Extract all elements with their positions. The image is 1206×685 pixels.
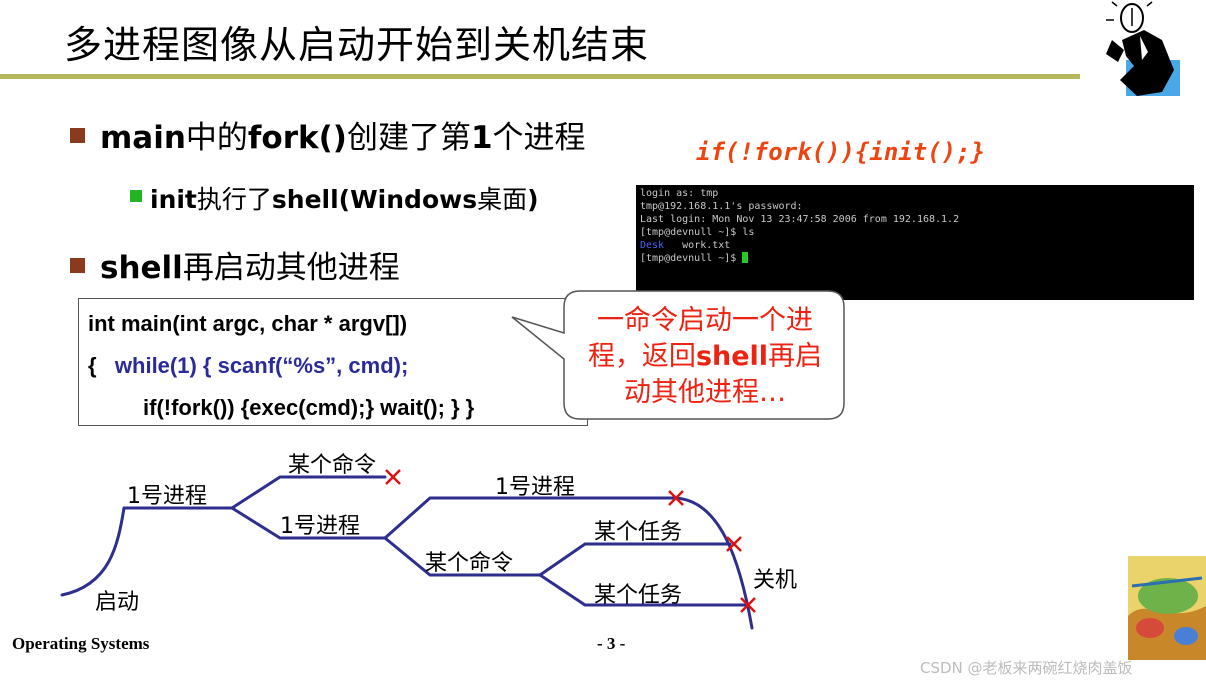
terminate-cross-icons (385, 469, 756, 613)
cross-icon (385, 469, 401, 485)
bullet-1-part: 创建了第 (346, 120, 471, 156)
terminal-line: Last login: Mon Nov 13 23:47:58 2006 fro… (640, 214, 960, 225)
operating-system-concepts-book-icon (1128, 556, 1206, 660)
terminal-line: Desk work.txt (640, 239, 1190, 252)
bullet-1-text: main中的fork()创建了第1个进程 (100, 112, 586, 157)
start-curve (60, 506, 126, 597)
shell-code-box: int main(int argc, char * argv[]) { whil… (78, 298, 588, 426)
code-while: while(1) { scanf(“%s”, cmd); (114, 353, 409, 378)
terminal-line: [tmp@devnull ~]$ (640, 252, 1190, 265)
callout-line-3: 动其他进程… (624, 377, 786, 408)
terminal-line: tmp@192.168.1.1's password: (640, 201, 803, 212)
bullet-2-init: init (150, 185, 197, 214)
label-task-a: 某个任务 (594, 520, 683, 545)
terminal-prompt: [tmp@devnull ~]$ (640, 253, 743, 264)
label-proc1-a: 1号进程 (127, 484, 207, 509)
label-shutdown: 关机 (753, 568, 798, 593)
code-line-3: if(!fork()) {exec(cmd);} wait(); } } (143, 395, 475, 420)
speech-callout (511, 290, 845, 420)
code-brace: { (88, 353, 97, 378)
process-flow-diagram (60, 469, 756, 630)
bullet-1-part: 个进程 (492, 120, 586, 156)
bullet-3-text: shell再启动其他进程 (100, 242, 400, 287)
cmd-a-branch (230, 475, 387, 510)
bullet-3-part: 再启动其他进程 (182, 250, 400, 286)
bullet-1-part: 中的 (185, 120, 248, 156)
bullet-1-main: main (100, 120, 186, 156)
label-start: 启动 (95, 590, 140, 615)
bullet-1-num: 1 (470, 120, 493, 156)
code-line-2: { while(1) { scanf(“%s”, cmd); (88, 353, 408, 379)
bullet-2-shell: shell(Windows (271, 185, 478, 214)
thinking-man-lightbulb-icon (1102, 1, 1180, 96)
label-cmd-b: 某个命令 (425, 551, 514, 576)
cross-icon (740, 597, 756, 613)
sub-bullet-square (130, 190, 142, 202)
task-a-branch (538, 542, 732, 577)
cross-icon (726, 536, 742, 552)
bullet-square (70, 258, 85, 273)
label-proc1-b: 1号进程 (280, 514, 360, 539)
callout-part: 再启 (768, 341, 823, 372)
terminal-line: login as: tmp (640, 188, 719, 199)
csdn-watermark: CSDN @老板来两碗红烧肉盖饭 (920, 659, 1133, 677)
callout-line-2: 程，返回shell再启 (570, 339, 840, 375)
bullet-2-paren: ) (527, 185, 539, 214)
bullet-2-part: 桌面 (477, 185, 528, 214)
init-code-snippet: if(!fork()){init();} (696, 138, 985, 166)
bullet-2-part: 执行了 (196, 185, 272, 214)
bullet-2-text: init执行了shell(Windows桌面) (150, 180, 539, 216)
terminal-dir: Desk (640, 240, 665, 251)
cmd-b-branch (383, 536, 542, 577)
task-b-branch (538, 573, 747, 607)
bullet-3-shell: shell (100, 250, 183, 286)
terminal-screenshot: login as: tmp tmp@192.168.1.1's password… (636, 185, 1194, 300)
callout-shell: shell (695, 341, 769, 372)
terminal-line: [tmp@devnull ~]$ ls (640, 227, 755, 238)
label-proc1-c: 1号进程 (495, 475, 575, 500)
bullet-1-fork: fork() (247, 120, 347, 156)
terminal-cursor (742, 252, 749, 263)
footer-course-name: Operating Systems (12, 634, 150, 653)
terminal-file: work.txt (664, 240, 731, 251)
page-title: 多进程图像从启动开始到关机结束 (64, 23, 650, 67)
label-task-b: 某个任务 (594, 583, 683, 608)
callout-line-1: 一命令启动一个进 (597, 305, 813, 336)
proc1-b-branch (230, 506, 387, 540)
code-line-1: int main(int argc, char * argv[]) (88, 311, 408, 336)
bullet-square (70, 128, 85, 143)
footer-page-number: - 3 - (597, 634, 626, 653)
callout-part: 程，返回 (587, 341, 696, 372)
cross-icon (668, 490, 684, 506)
callout-text: 一命令启动一个进 程，返回shell再启 动其他进程… (570, 303, 840, 411)
title-divider (0, 74, 1080, 79)
label-cmd-a: 某个命令 (288, 453, 377, 478)
